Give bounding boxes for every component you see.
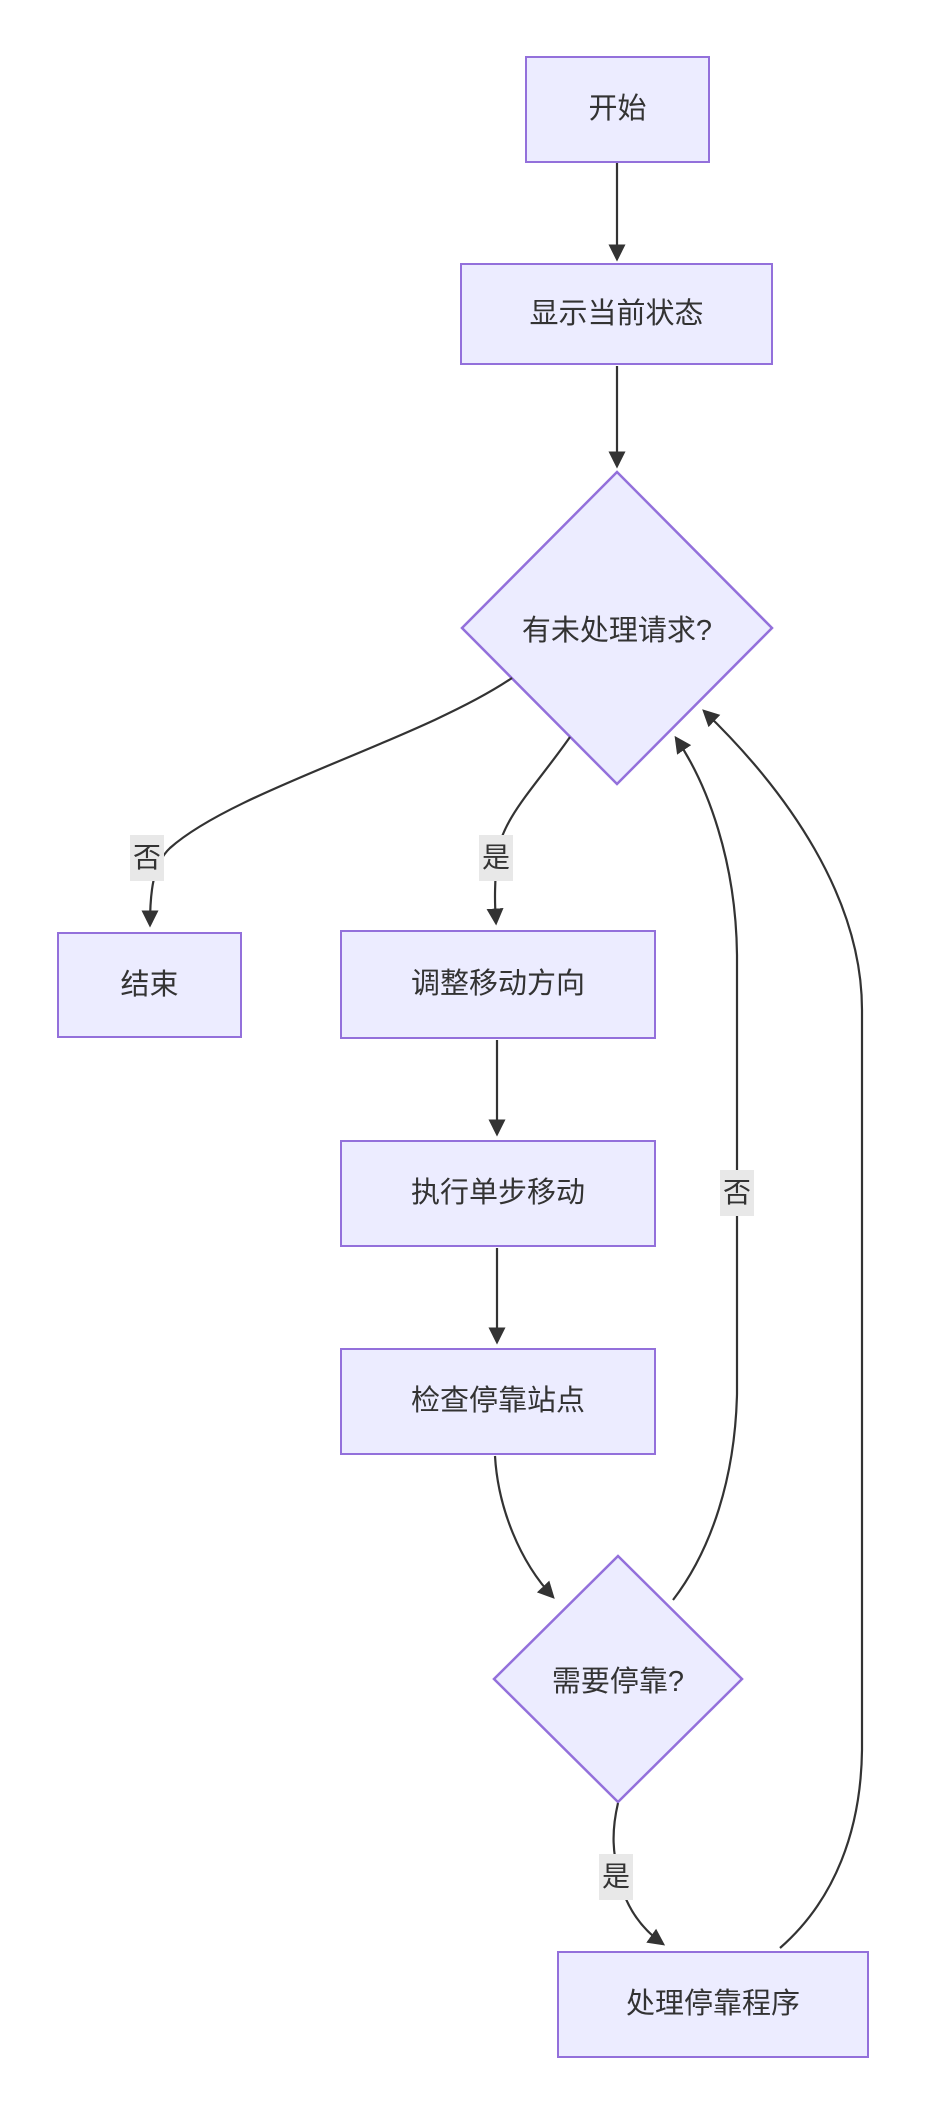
node-single-step-move-label: 执行单步移动 <box>410 1177 585 1210</box>
node-need-dock-diamond <box>492 1554 744 1804</box>
node-start: 开始 <box>525 56 710 163</box>
node-display-status-label: 显示当前状态 <box>529 297 704 330</box>
node-end: 结束 <box>57 932 242 1038</box>
edge-label-yes-bottom: 是 <box>598 1854 634 1900</box>
node-pending-requests-diamond <box>460 470 774 786</box>
edge-check-dock-station-to-need-dock <box>493 1455 555 1599</box>
node-adjust-direction-label: 调整移动方向 <box>410 968 585 1001</box>
edge-label-no-left: 否 <box>129 835 165 881</box>
edge-label-no-right: 否 <box>719 1170 755 1216</box>
node-check-dock-station: 检查停靠站点 <box>340 1348 656 1455</box>
node-check-dock-station-label: 检查停靠站点 <box>410 1385 585 1418</box>
edge-label-yes-middle: 是 <box>478 835 514 881</box>
node-handle-dock-procedure: 处理停靠程序 <box>557 1951 869 2058</box>
node-handle-dock-procedure-label: 处理停靠程序 <box>625 1988 800 2021</box>
edge-pending-requests-yes-to-adjust-direction <box>486 736 571 926</box>
edge-handle-dock-procedure-to-pending-requests <box>702 709 864 1949</box>
node-display-status: 显示当前状态 <box>460 263 773 365</box>
node-end-label: 结束 <box>120 968 179 1001</box>
node-single-step-move: 执行单步移动 <box>340 1140 656 1247</box>
node-start-label: 开始 <box>588 93 647 126</box>
edge-pending-requests-no-to-end <box>141 677 513 928</box>
node-adjust-direction: 调整移动方向 <box>340 930 656 1039</box>
edge-need-dock-no-to-pending-requests <box>672 735 739 1601</box>
